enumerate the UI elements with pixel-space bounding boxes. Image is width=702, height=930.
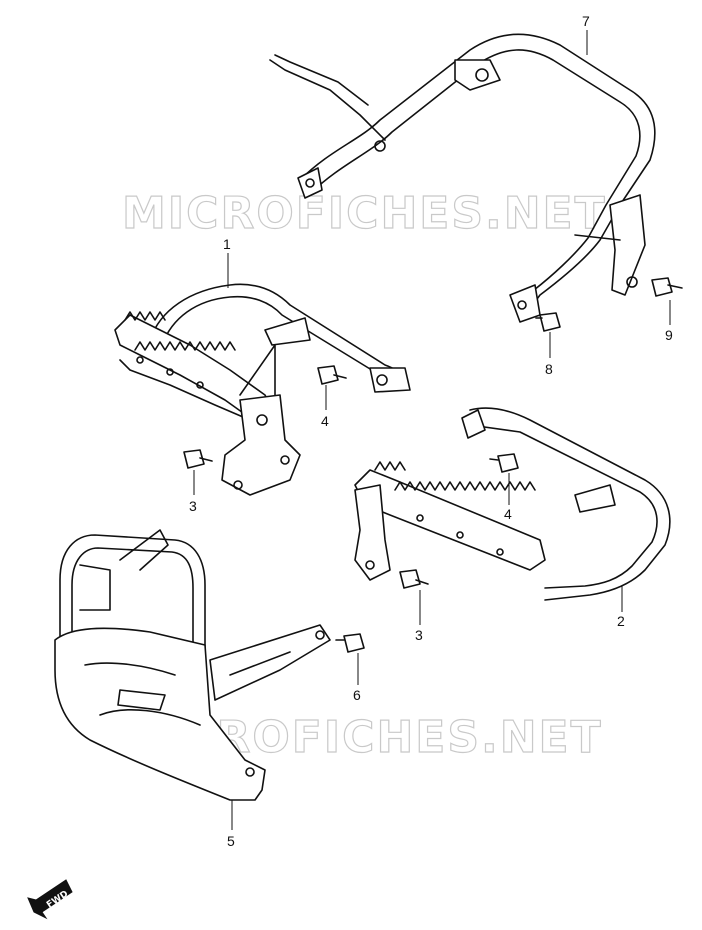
callout-6: 6 <box>353 687 361 703</box>
callout-4-upper: 4 <box>321 413 329 429</box>
bolt-3-upper <box>183 449 213 469</box>
bolt-3-lower <box>399 569 429 589</box>
callout-3-lower: 3 <box>415 627 423 643</box>
bolt-4-upper <box>317 365 347 385</box>
bolt-9 <box>651 277 683 297</box>
part-5-front-guard <box>54 529 331 801</box>
fwd-arrow-icon: FWD <box>27 879 73 920</box>
callout-7: 7 <box>582 13 590 29</box>
callout-5: 5 <box>227 833 235 849</box>
part-7-rear-carrier <box>269 33 656 323</box>
callout-8: 8 <box>545 361 553 377</box>
callout-9: 9 <box>665 327 673 343</box>
bolt-6 <box>335 633 365 653</box>
part-1-left-footrest <box>114 283 411 496</box>
bolt-8 <box>535 312 561 332</box>
callout-4-lower: 4 <box>504 506 512 522</box>
callout-3-upper: 3 <box>189 498 197 514</box>
leader-lines <box>193 30 671 830</box>
part-2-right-footrest <box>354 407 671 601</box>
callout-2: 2 <box>617 613 625 629</box>
bolt-4-lower <box>489 453 519 473</box>
watermark-top: MICROFICHES.NET <box>122 188 607 239</box>
callout-1: 1 <box>223 236 231 252</box>
